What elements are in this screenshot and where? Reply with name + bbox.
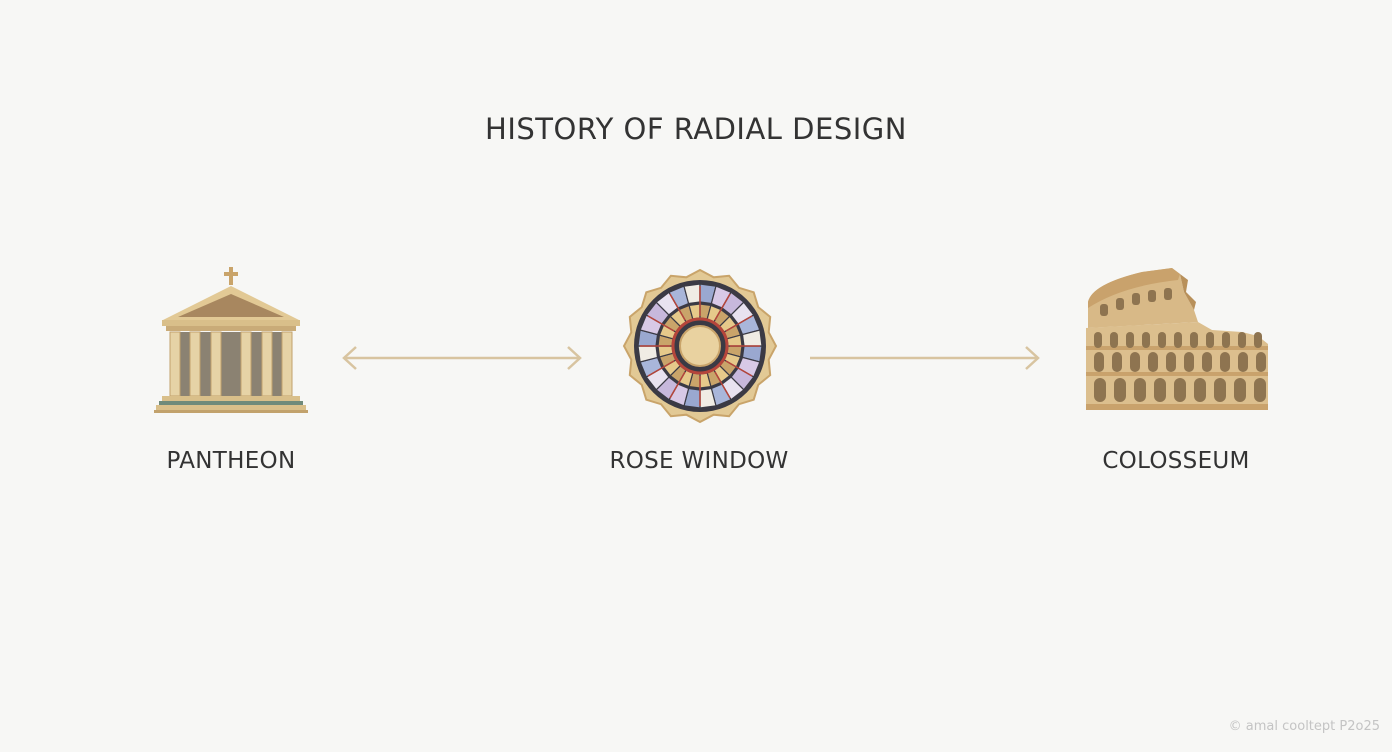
pantheon-label: PANTHEON	[166, 448, 296, 474]
credit-text: © amal cooltept P2o25	[1228, 719, 1380, 734]
pantheon-icon	[154, 267, 308, 413]
diagram-title: HISTORY OF RADIAL DESIGN	[485, 112, 907, 146]
colosseum-icon	[1086, 268, 1268, 410]
bidirectional-arrow	[342, 346, 582, 370]
directed-arrow	[810, 346, 1040, 370]
rose-window-icon	[622, 268, 778, 424]
rose-window-label: ROSE WINDOW	[609, 448, 789, 474]
colosseum-label: COLOSSEUM	[1102, 448, 1250, 474]
